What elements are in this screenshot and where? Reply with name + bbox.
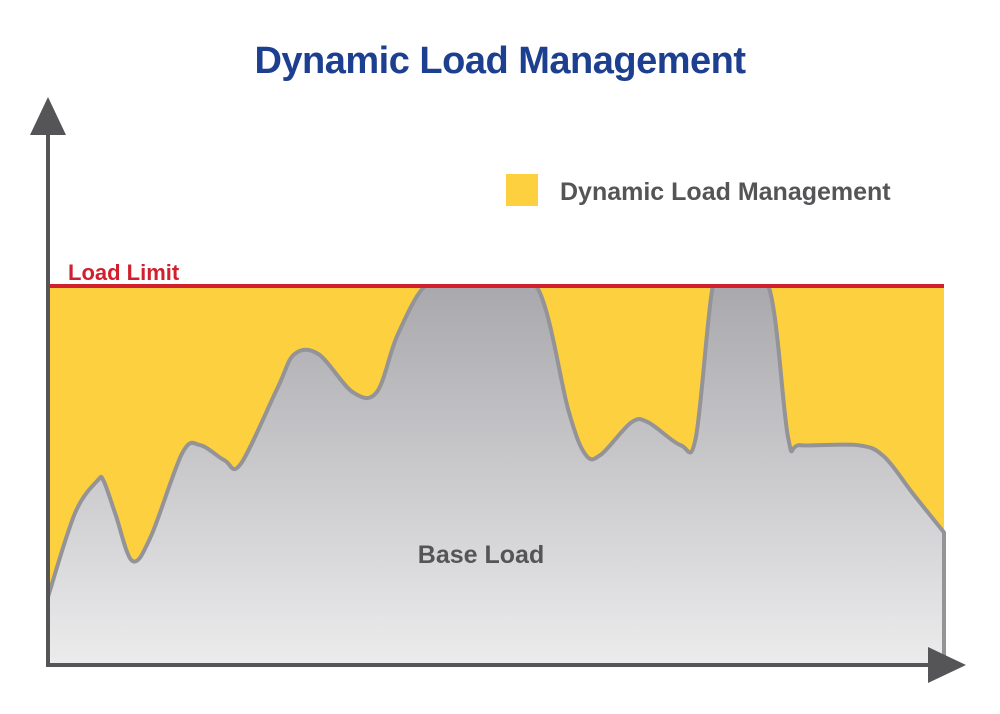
legend-label: Dynamic Load Management [560,178,891,206]
base-load-label: Base Load [418,541,544,569]
load-limit-label: Load Limit [68,260,180,285]
chart-title: Dynamic Load Management [254,40,746,82]
y-axis-arrow-icon [30,97,66,135]
legend-swatch [506,174,538,206]
base-load-area [48,286,944,665]
x-axis-arrow-icon [928,647,966,683]
